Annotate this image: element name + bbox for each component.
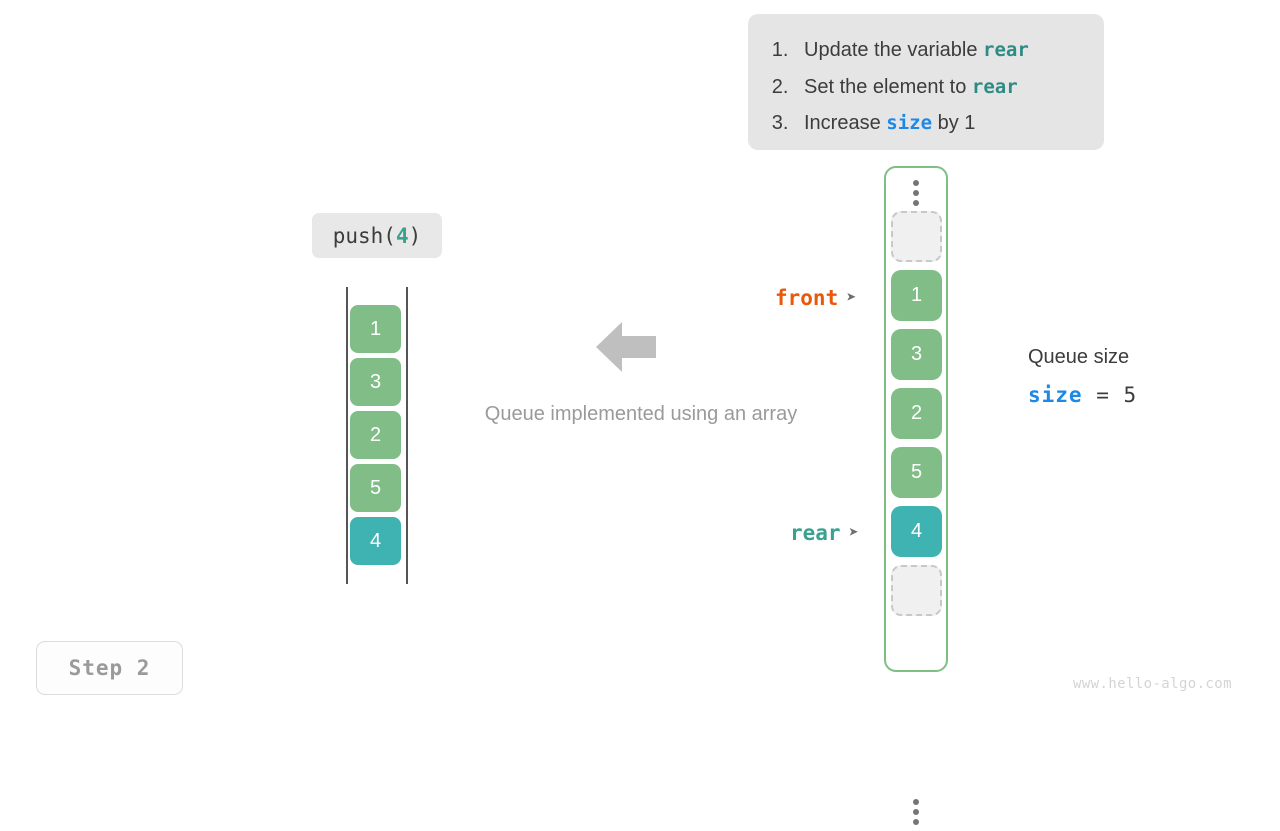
queue-size-info: Queue size size = 5 <box>1028 343 1228 407</box>
instruction-1-code: rear <box>983 39 1029 61</box>
array-slot: 3 <box>891 329 942 380</box>
array-slot-empty <box>891 211 942 262</box>
operation-close-paren: ) <box>408 223 422 248</box>
operation-name: push <box>332 223 384 248</box>
instruction-list: Update the variable rear Set the element… <box>766 32 1084 142</box>
abstract-queue-array: 1 3 2 5 4 <box>346 287 408 584</box>
queue-size-variable: size <box>1028 383 1083 407</box>
instruction-1-text: Update the variable <box>804 39 984 61</box>
array-slots: 1 3 2 5 4 <box>891 211 942 624</box>
queue-cell: 1 <box>350 305 401 353</box>
queue-cell: 5 <box>350 464 401 512</box>
dot <box>913 190 919 196</box>
dot <box>913 180 919 186</box>
array-slot: 2 <box>891 388 942 439</box>
operation-label: push(4) <box>312 213 442 258</box>
diagram-caption: Queue implemented using an array <box>484 403 798 425</box>
instruction-3-suffix: by 1 <box>932 112 976 134</box>
instruction-2-code: rear <box>971 75 1018 98</box>
queue-size-operator: = <box>1096 383 1110 407</box>
ellipsis-top-icon <box>886 174 946 212</box>
step-badge: Step 2 <box>36 641 183 695</box>
instruction-3-text: Increase <box>804 112 887 134</box>
ellipsis-bottom-icon <box>886 793 946 831</box>
dot <box>913 809 919 815</box>
vertical-dots <box>886 793 946 831</box>
instruction-item-2: Set the element to rear <box>794 69 1084 106</box>
diagram-canvas: Update the variable rear Set the element… <box>0 0 1280 720</box>
vertical-dots <box>886 174 946 212</box>
instruction-item-1: Update the variable rear <box>794 32 1084 69</box>
array-slot: 1 <box>891 270 942 321</box>
front-arrow-icon: ➤ <box>846 288 857 308</box>
queue-size-expression: size = 5 <box>1028 383 1228 407</box>
array-rail-right <box>406 287 408 584</box>
dot <box>913 200 919 206</box>
array-rail-left <box>346 287 348 584</box>
watermark: www.hello-algo.com <box>1073 676 1232 692</box>
operation-open-paren: ( <box>383 223 396 248</box>
dot <box>913 799 919 805</box>
array-slot-empty <box>891 565 942 616</box>
queue-size-title: Queue size <box>1028 346 1130 368</box>
queue-cell: 2 <box>350 411 401 459</box>
queue-cell-new: 4 <box>350 517 401 565</box>
queue-size-value: 5 <box>1123 383 1138 407</box>
instruction-2-text: Set the element to <box>804 75 972 98</box>
queue-cell: 3 <box>350 358 401 406</box>
instruction-panel: Update the variable rear Set the element… <box>748 14 1104 150</box>
rear-pointer-label: rear <box>790 521 841 545</box>
abstract-queue-cells: 1 3 2 5 4 <box>350 305 401 570</box>
dot <box>913 819 919 825</box>
instruction-item-3: Increase size by 1 <box>794 105 1084 142</box>
rear-arrow-icon: ➤ <box>848 523 859 543</box>
front-pointer-label: front <box>775 286 839 310</box>
array-slot-new: 4 <box>891 506 942 557</box>
array-slot: 5 <box>891 447 942 498</box>
concrete-array-container: 1 3 2 5 4 <box>884 166 948 825</box>
instruction-3-code: size <box>886 112 933 134</box>
left-arrow-icon <box>596 322 656 372</box>
rear-pointer: rear ➤ <box>790 521 859 545</box>
front-pointer: front ➤ <box>775 286 856 310</box>
operation-argument: 4 <box>395 223 409 248</box>
